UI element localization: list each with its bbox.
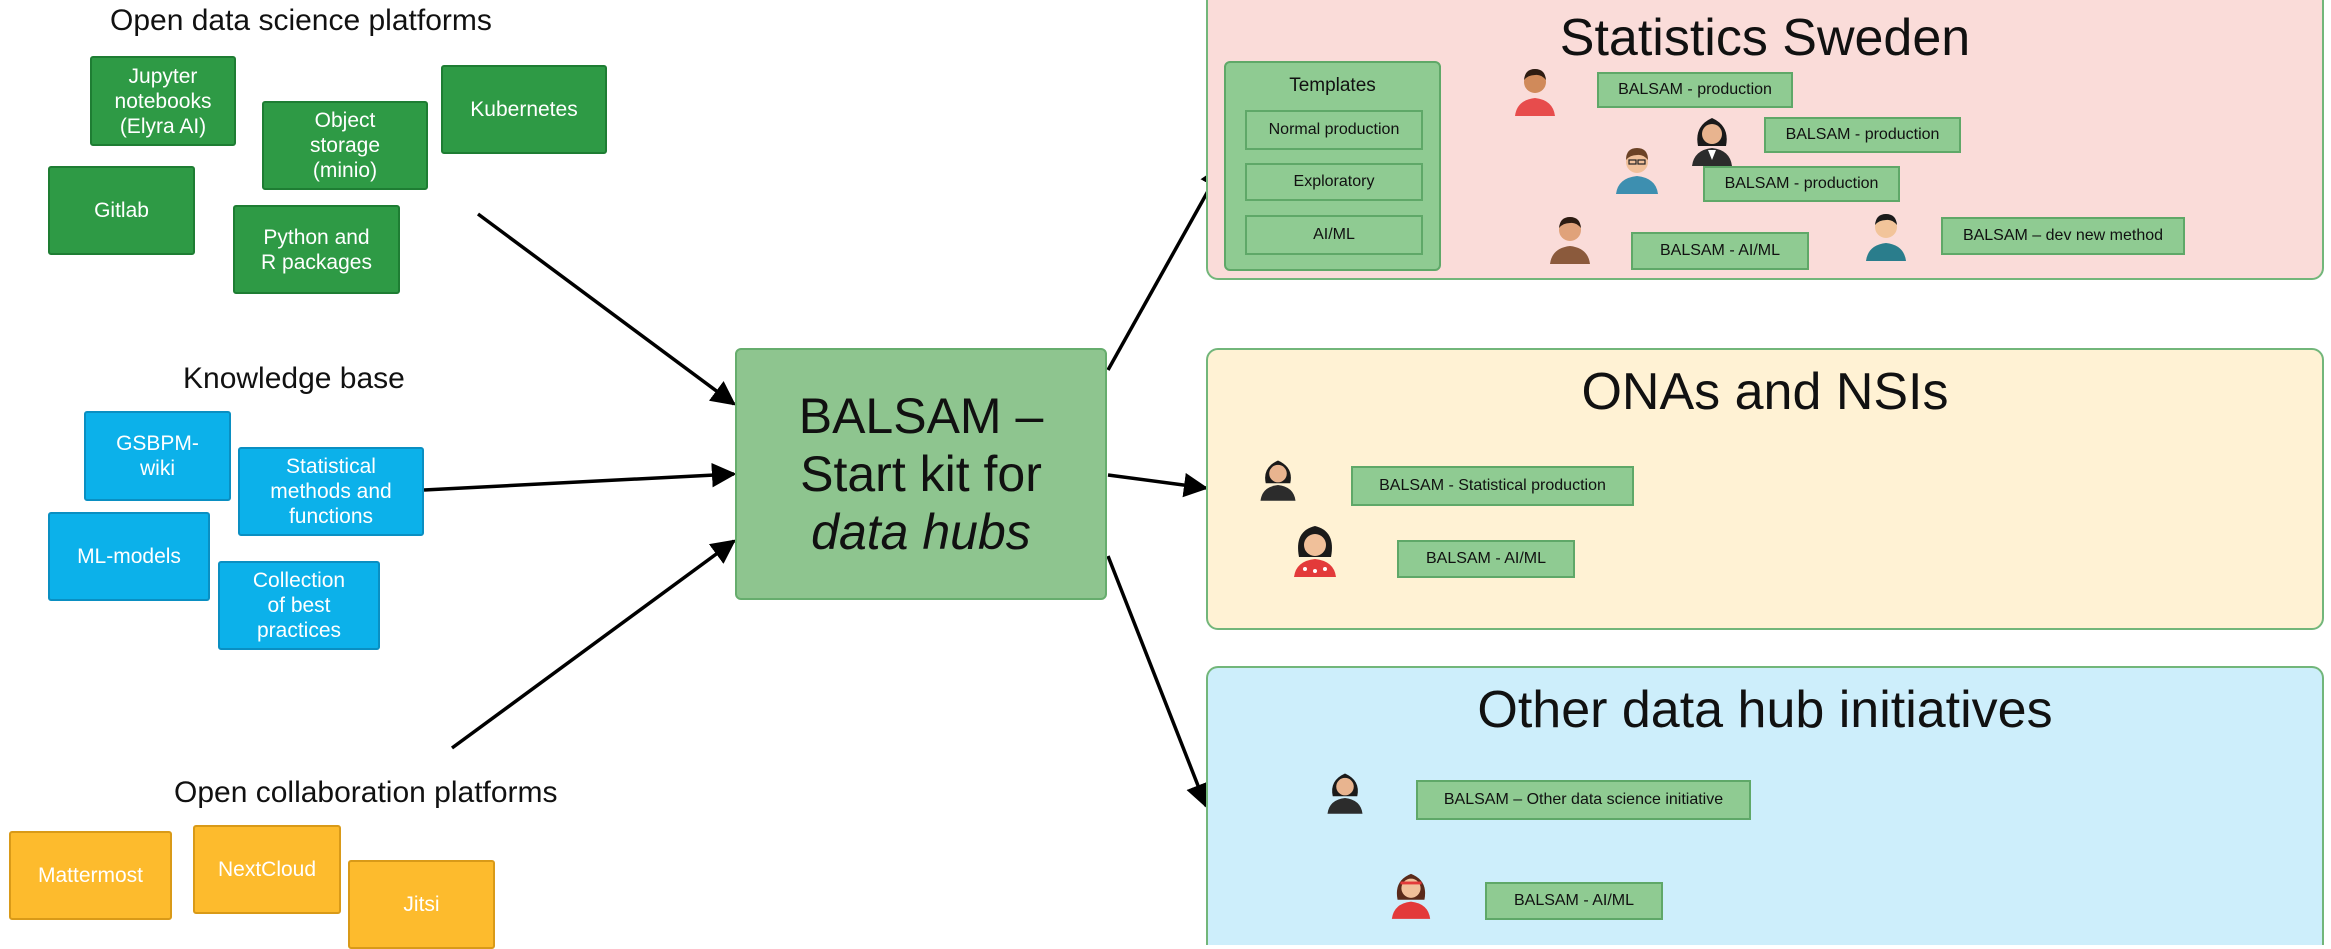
instance-production-1: BALSAM - production [1597, 72, 1793, 108]
person-icon [1327, 773, 1363, 814]
person-icon [1692, 118, 1732, 166]
statistical-methods-tile: Statistical methods and functions [238, 447, 424, 536]
person-icon [1391, 873, 1431, 919]
person-icon [1260, 460, 1296, 501]
template-normal-production: Normal production [1245, 110, 1423, 150]
nextcloud-tile: NextCloud [193, 825, 341, 914]
person-icon [1550, 217, 1590, 264]
platforms-heading: Open data science platforms [110, 4, 492, 37]
arrow-center-to-statistics-sweden [1106, 163, 1224, 371]
statistics-sweden-title: Statistics Sweden [1559, 9, 1971, 67]
mattermost-tile: Mattermost [9, 831, 172, 920]
kubernetes-tile: Kubernetes [441, 65, 607, 154]
instance-other-data-science: BALSAM – Other data science initiative [1416, 780, 1751, 820]
instance-other-ai-ml: BALSAM - AI/ML [1485, 882, 1663, 920]
other-initiatives-panel: Other data hub initiatives [1206, 666, 2324, 945]
person-icon [1515, 69, 1555, 116]
arrow-center-to-onas [1107, 472, 1209, 498]
instance-onas-ai-ml: BALSAM - AI/ML [1397, 540, 1575, 578]
balsam-start-kit-box: BALSAM – Start kit for data hubs [735, 348, 1107, 600]
knowledge-heading: Knowledge base [183, 362, 405, 395]
person-icon [1616, 148, 1658, 194]
onas-title: ONAs and NSIs [1581, 363, 1949, 421]
center-line-1: BALSAM – [798, 388, 1044, 444]
collaboration-heading: Open collaboration platforms [174, 776, 558, 809]
best-practices-tile: Collection of best practices [218, 561, 380, 650]
person-icon [1866, 214, 1906, 261]
center-line-3: data hubs [811, 504, 1031, 560]
templates-label: Templates [1289, 75, 1376, 96]
instance-production-2: BALSAM - production [1764, 117, 1961, 153]
instance-dev-new-method: BALSAM – dev new method [1941, 217, 2185, 255]
arrow-platforms-to-center [476, 212, 736, 406]
python-r-tile: Python and R packages [233, 205, 400, 294]
arrow-knowledge-to-center [423, 462, 737, 492]
other-initiatives-title: Other data hub initiatives [1477, 681, 2053, 739]
arrow-collaboration-to-center [450, 539, 736, 750]
instance-statistical-production: BALSAM - Statistical production [1351, 466, 1634, 506]
ml-models-tile: ML-models [48, 512, 210, 601]
center-line-2: Start kit for [800, 446, 1042, 502]
gsbpm-wiki-tile: GSBPM- wiki [84, 411, 231, 501]
person-icon [1294, 526, 1336, 577]
template-exploratory: Exploratory [1245, 163, 1423, 201]
jupyter-tile: Jupyter notebooks (Elyra AI) [90, 56, 236, 146]
instance-production-3: BALSAM - production [1703, 166, 1900, 202]
object-storage-tile: Object storage (minio) [262, 101, 428, 190]
arrow-center-to-other [1106, 555, 1210, 809]
gitlab-tile: Gitlab [48, 166, 195, 255]
jitsi-tile: Jitsi [348, 860, 495, 949]
instance-ai-ml: BALSAM - AI/ML [1631, 232, 1809, 270]
template-ai-ml: AI/ML [1245, 215, 1423, 255]
